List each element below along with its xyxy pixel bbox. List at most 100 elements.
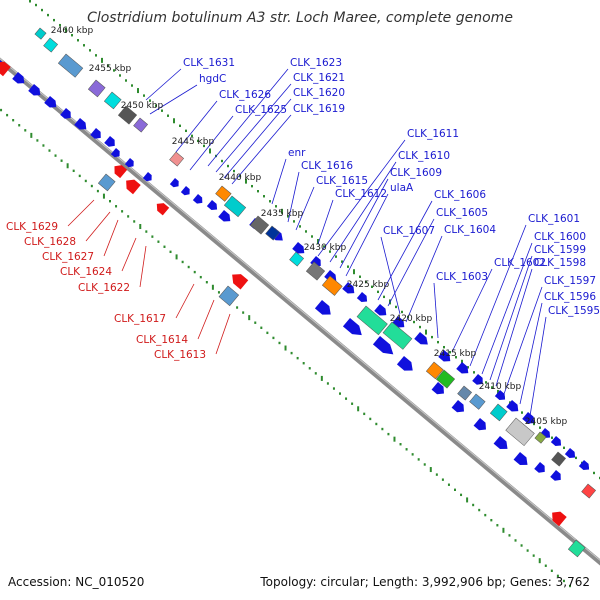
label-leader-line bbox=[317, 199, 334, 245]
forward-cds-arrow bbox=[550, 436, 562, 446]
gene-label-reverse: CLK_1617 bbox=[114, 313, 166, 325]
label-leader-line bbox=[85, 211, 111, 242]
label-leader-line bbox=[387, 218, 435, 307]
label-leader-line bbox=[175, 283, 195, 319]
rna-feature bbox=[103, 91, 122, 110]
inner-scale-tick bbox=[345, 397, 348, 400]
forward-cds-arrow bbox=[292, 242, 305, 254]
outer-scale-tick bbox=[485, 381, 487, 384]
forward-cds-arrow bbox=[493, 436, 508, 450]
inner-scale-tick bbox=[36, 139, 39, 142]
gene-label-forward: CLK_1616 bbox=[301, 160, 353, 172]
inner-scale-tick bbox=[375, 422, 378, 426]
inner-scale-tick bbox=[423, 463, 426, 466]
outer-scale-tick bbox=[161, 109, 163, 112]
label-leader-line bbox=[519, 302, 543, 405]
inner-scale-tick bbox=[42, 144, 45, 147]
forward-cds-arrow bbox=[124, 158, 134, 168]
inner-scale-tick bbox=[109, 200, 111, 203]
label-leader-line bbox=[215, 83, 292, 173]
outer-scale-tick bbox=[65, 27, 67, 33]
inner-scale-tick bbox=[435, 473, 438, 476]
inner-scale-tick bbox=[30, 132, 33, 138]
outer-scale-tick bbox=[137, 88, 139, 94]
outer-scale-tick bbox=[209, 148, 211, 154]
inner-scale-tick bbox=[60, 159, 63, 162]
outer-scale-tick bbox=[287, 215, 289, 218]
outer-scale-tick bbox=[29, 0, 31, 3]
inner-scale-tick bbox=[139, 224, 142, 230]
gene-label-reverse: CLK_1614 bbox=[136, 334, 188, 346]
inner-scale-tick bbox=[490, 518, 493, 522]
forward-cds-arrow bbox=[451, 400, 464, 413]
gene-labels: CLK_1631hgdCCLK_1626CLK_1625CLK_1623CLK_… bbox=[6, 57, 600, 361]
rna-feature bbox=[34, 27, 47, 40]
misc-feature bbox=[469, 393, 486, 410]
inner-scale-tick bbox=[339, 392, 341, 395]
inner-scale-tick bbox=[145, 230, 148, 233]
label-leader-lines bbox=[67, 68, 547, 417]
inner-scale-tick bbox=[538, 558, 541, 564]
rna-feature bbox=[223, 195, 247, 218]
outer-scale-tick bbox=[323, 245, 325, 248]
inner-scale-tick bbox=[447, 483, 450, 486]
outer-scale-tick bbox=[113, 69, 115, 72]
outer-scale-tick bbox=[377, 290, 379, 294]
outer-scale-tick bbox=[191, 134, 193, 138]
topology-summary: Topology: circular; Length: 3,992,906 bp… bbox=[259, 575, 590, 589]
gene-label-forward: ulaA bbox=[390, 182, 414, 194]
outer-scale-tick bbox=[521, 411, 523, 414]
misc-feature bbox=[534, 431, 547, 444]
gene-label-forward: CLK_1597 bbox=[544, 275, 596, 287]
inner-scale-tick bbox=[399, 443, 402, 446]
outer-scale-tick bbox=[119, 74, 121, 77]
forward-cds-arrow bbox=[192, 194, 203, 204]
gene-label-forward: CLK_1601 bbox=[528, 213, 580, 225]
outer-scale-tick bbox=[305, 230, 307, 233]
gene-label-forward: CLK_1612 bbox=[335, 188, 387, 200]
inner-scale-tick bbox=[502, 527, 505, 533]
inner-scale-tick bbox=[163, 245, 166, 248]
inner-scale-tick bbox=[520, 544, 523, 547]
kbp-scale-label: 2415 kbp bbox=[434, 349, 477, 359]
inner-scale-tick bbox=[72, 169, 75, 173]
misc-feature bbox=[581, 483, 597, 499]
forward-cds-arrow bbox=[473, 418, 486, 431]
reverse-cds-arrow bbox=[156, 203, 170, 216]
outer-scale-tick bbox=[431, 335, 433, 339]
gene-label-forward: hgdC bbox=[199, 73, 226, 85]
outer-scale-tick bbox=[149, 99, 151, 102]
outer-scale-tick bbox=[101, 57, 103, 63]
inner-scale-tick bbox=[508, 534, 511, 537]
forward-cds-arrow bbox=[218, 210, 231, 222]
inner-scale-tick bbox=[369, 417, 372, 421]
gene-label-reverse: CLK_1627 bbox=[42, 251, 94, 263]
label-leader-line bbox=[121, 237, 137, 272]
outer-scale-tick bbox=[167, 114, 169, 117]
outer-scale-tick bbox=[197, 139, 199, 143]
label-leader-line bbox=[469, 224, 527, 367]
label-leader-line bbox=[495, 268, 533, 387]
misc-feature bbox=[218, 285, 240, 307]
gene-label-forward: CLK_1606 bbox=[434, 189, 486, 201]
forward-cds-arrow bbox=[314, 300, 331, 315]
inner-scale-tick bbox=[66, 163, 69, 169]
misc-feature bbox=[305, 261, 326, 281]
gene-label-forward: CLK_1623 bbox=[290, 57, 342, 69]
gene-label-reverse: CLK_1629 bbox=[6, 221, 58, 233]
inner-scale-tick bbox=[242, 311, 245, 314]
forward-cds-arrow bbox=[342, 318, 362, 336]
label-leader-line bbox=[317, 139, 406, 257]
inner-scale-tick bbox=[562, 579, 565, 583]
outer-scale-tick bbox=[371, 285, 373, 288]
outer-scale-tick bbox=[251, 184, 253, 188]
outer-scale-tick bbox=[335, 255, 337, 258]
forward-cds-arrow bbox=[396, 356, 413, 371]
inner-scale-tick bbox=[217, 291, 220, 294]
inner-scale-tick bbox=[460, 493, 463, 497]
inner-scale-tick bbox=[181, 260, 184, 264]
inner-scale-tick bbox=[175, 254, 178, 260]
rna-feature bbox=[43, 37, 59, 53]
outer-scale-tick bbox=[395, 305, 397, 309]
outer-scale-tick bbox=[293, 220, 295, 223]
